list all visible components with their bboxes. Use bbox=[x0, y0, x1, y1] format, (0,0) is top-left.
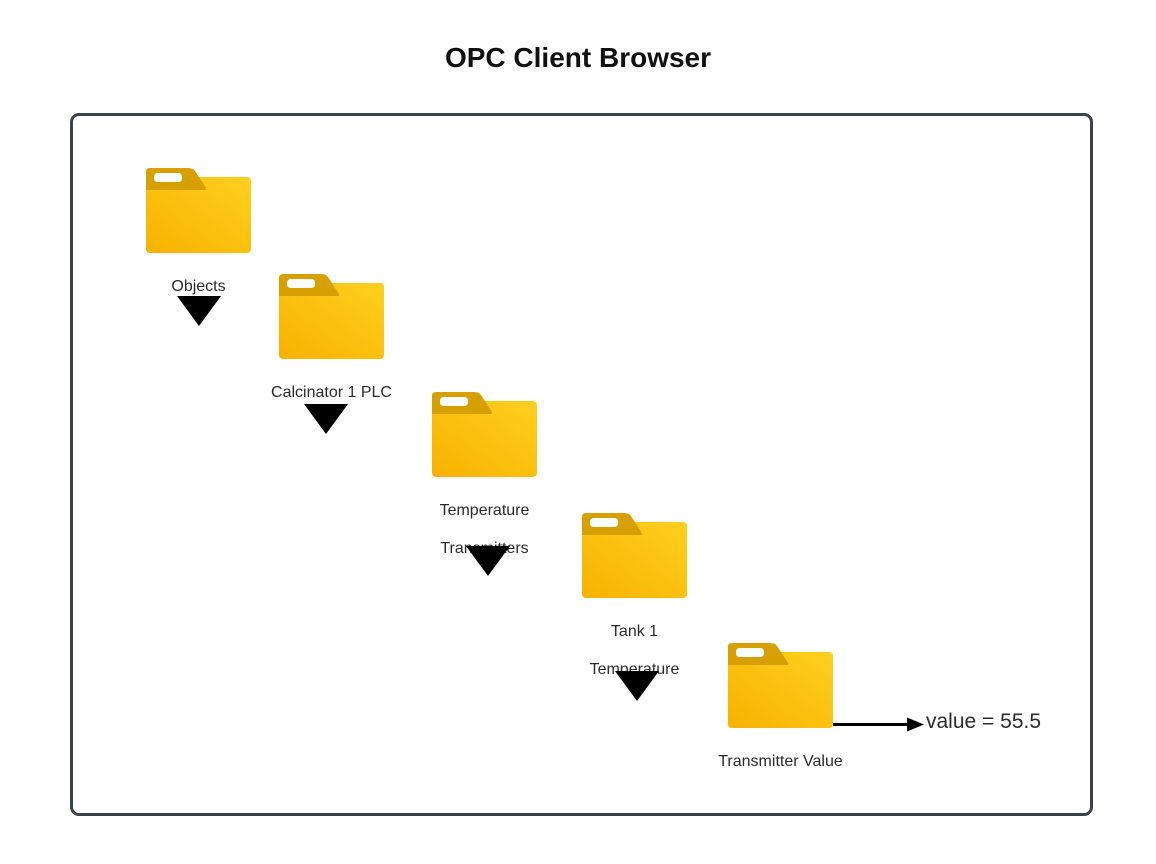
value-arrow-icon bbox=[833, 717, 924, 732]
expand-arrow-icon[interactable] bbox=[615, 671, 659, 701]
value-annotation: value = 55.5 bbox=[926, 710, 1042, 733]
node-label: Objects bbox=[171, 278, 226, 295]
node-label: Transmitter Value bbox=[718, 753, 843, 770]
tree-node-objects: Objects bbox=[146, 168, 251, 295]
node-label: Calcinator 1 PLC bbox=[271, 384, 392, 401]
folder-icon[interactable] bbox=[432, 392, 537, 477]
tree-node-tank-1-temperature: Tank 1 Temperature bbox=[582, 513, 687, 678]
expand-arrow-icon[interactable] bbox=[466, 546, 510, 576]
folder-icon[interactable] bbox=[279, 274, 384, 359]
expand-arrow-icon[interactable] bbox=[304, 404, 348, 434]
tree-node-calcinator-1-plc: Calcinator 1 PLC bbox=[271, 274, 392, 401]
tree-node-transmitter-value: Transmitter Value bbox=[718, 643, 843, 770]
folder-icon[interactable] bbox=[728, 643, 833, 728]
tree-node-temperature-transmitters: Temperature Transmitters bbox=[432, 392, 537, 557]
folder-icon[interactable] bbox=[582, 513, 687, 598]
expand-arrow-icon[interactable] bbox=[177, 296, 221, 326]
page-title: OPC Client Browser bbox=[444, 42, 712, 73]
folder-icon[interactable] bbox=[146, 168, 251, 253]
